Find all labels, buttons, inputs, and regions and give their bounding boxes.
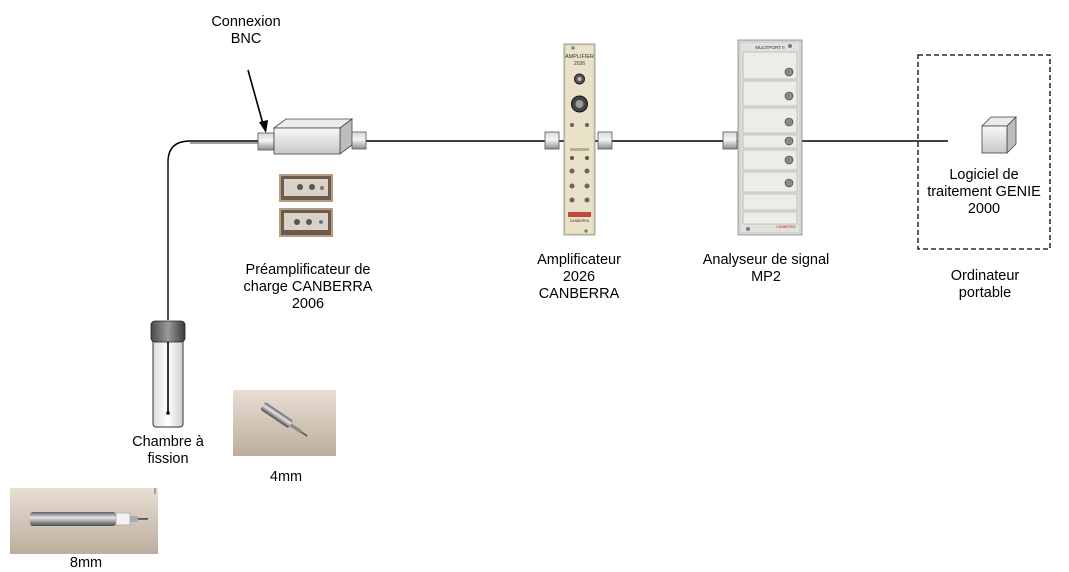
label-preamplifier-line1: Préamplificateur de [245,262,371,278]
label-4mm-text: 4mm [269,469,303,485]
label-fission-chamber: Chambre à fission [110,434,226,468]
chamber-4mm-photo [233,390,336,456]
label-connexion-bnc: Connexion BNC [210,14,282,48]
preamplifier-box [257,118,367,155]
label-analyser-line1: Analyseur de signal [702,252,830,268]
label-4mm: 4mm [258,469,314,486]
signal-cable [167,140,948,320]
analyser-connector-left [722,131,738,150]
amp-panel-model: 2026 [574,61,585,67]
label-laptop-line1: Ordinateur [950,268,1020,284]
bnc-arrow [247,69,268,133]
preamplifier-photo-top [279,174,333,202]
label-software: Logiciel de traitement GENIE 2000 [920,167,1048,218]
label-analyser-line2: MP2 [751,269,781,285]
amp-panel-brand: AMPLIFIER [565,54,594,60]
laptop-dashed-frame [917,54,1051,250]
mp2-analyser-module: MULTIPORT II CANBERRA [737,39,803,236]
label-preamplifier-line3: 2006 [291,296,325,312]
preamplifier-photo-bottom [279,208,333,237]
label-amplifier-line3: CANBERRA [538,286,620,302]
label-software-line3: 2000 [967,201,1001,217]
fission-chamber-icon [150,320,186,428]
label-amplifier-line2: 2026 [562,269,596,285]
label-amplifier: Amplificateur 2026 CANBERRA [524,252,634,303]
label-amplifier-line1: Amplificateur [537,252,621,268]
amplifier-module: AMPLIFIER 2026 CANBERRA [563,43,596,236]
mp2-panel-maker: CANBERRA [776,225,796,229]
amp-panel-maker: CANBERRA [570,219,590,223]
computer-cube-icon [981,116,1017,154]
mp2-panel-title: MULTIPORT II [755,45,784,50]
amplifier-connector-right [597,131,613,150]
label-preamplifier-line2: charge CANBERRA [243,279,373,295]
label-8mm: 8mm [58,555,114,572]
label-connexion-line1: Connexion [211,14,281,30]
label-software-line1: Logiciel de [949,167,1019,183]
label-fission-chamber-line1: Chambre à [132,434,204,450]
label-analyser: Analyseur de signal MP2 [692,252,840,286]
label-connexion-line2: BNC [230,31,262,47]
label-fission-chamber-line2: fission [147,451,189,467]
chamber-8mm-photo [10,488,158,554]
label-software-line2: traitement GENIE [927,184,1041,200]
label-laptop-line2: portable [958,285,1012,301]
amplifier-connector-left [544,131,560,150]
label-preamplifier: Préamplificateur de charge CANBERRA 2006 [224,262,392,313]
label-8mm-text: 8mm [69,555,103,571]
label-laptop: Ordinateur portable [930,268,1040,302]
